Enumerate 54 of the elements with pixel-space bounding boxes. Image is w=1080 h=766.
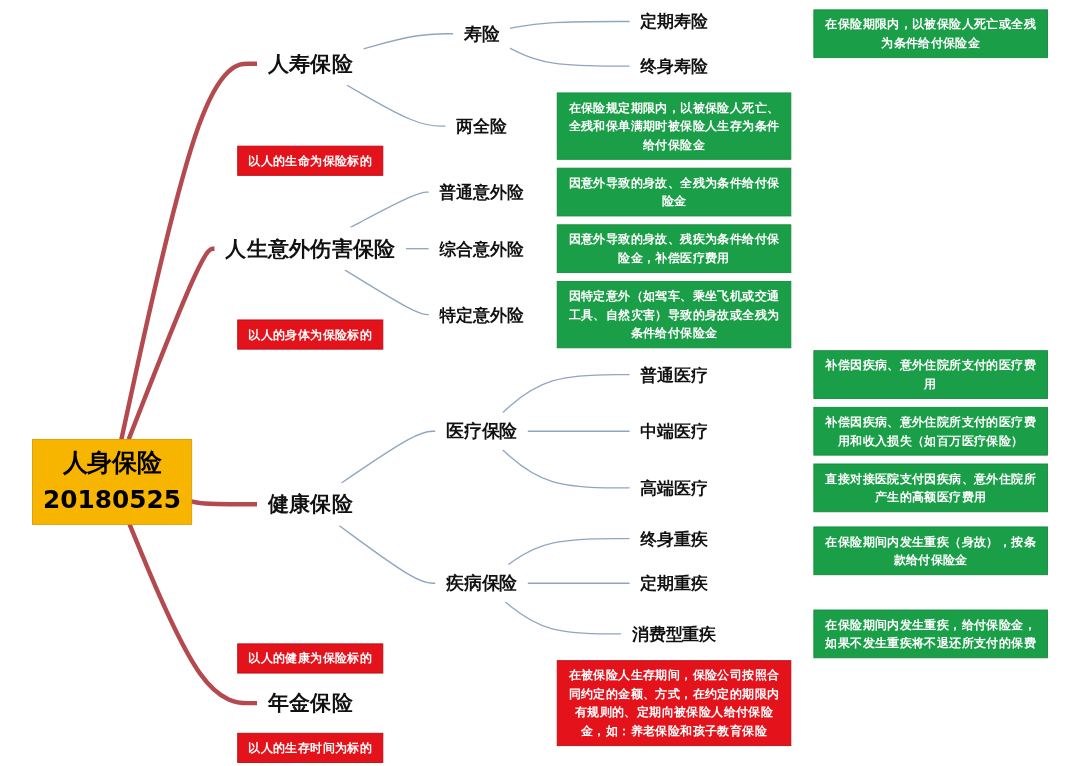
node-box: 在被保险人生存期间，保险公司按照合同约定的金额、方式，在约定的期限内有规则的、定期向被保险人给付保险金，如：养老保险和孩子教育保险 <box>556 660 792 747</box>
node-box: 补偿因疾病、意外住院所支付的医疗费用 <box>813 350 1048 399</box>
connector <box>127 523 258 706</box>
connector <box>126 246 215 441</box>
node-text: 人生意外伤害保险 <box>225 236 396 262</box>
connector <box>507 537 631 566</box>
node-text: 综合意外险 <box>439 238 524 259</box>
node-box: 在保险期间内发生重疾（身故），按条款给付保险金 <box>813 526 1048 576</box>
connector <box>405 248 430 250</box>
node-box: 以人的生存时间为标的 <box>237 732 384 763</box>
node-box: 因意外导致的身故、残疾为条件给付保险金，补偿医疗费用 <box>556 224 792 274</box>
connector <box>509 47 631 67</box>
node-box: 人身保险 20180525 <box>32 438 193 525</box>
node-box: 因特定意外（如驾车、乘坐飞机或交通工具、自然灾害）导致的身故或全残为条件给付保险金 <box>556 281 792 349</box>
node-text: 定期重疾 <box>640 573 708 593</box>
node-text: 定期寿险 <box>640 11 708 31</box>
node-box: 在保险期限内，以被保险人死亡或全残为条件给付保险金 <box>813 9 1048 59</box>
node-text: 年金保险 <box>267 690 353 716</box>
connector <box>338 524 437 584</box>
connector <box>119 61 258 440</box>
node-text: 健康保险 <box>267 491 353 517</box>
connector <box>501 373 631 414</box>
node-box: 以人的身体为保险标的 <box>237 319 384 350</box>
node-text: 疾病保险 <box>446 572 517 594</box>
node-text: 终身重疾 <box>640 528 708 549</box>
node-box: 以人的生命为保险标的 <box>237 145 384 176</box>
node-box: 因意外导致的身故、全残为条件给付保险金 <box>556 167 792 217</box>
node-box: 在保险期间内发生重疾，给付保险金，如果不发生重疾将不退还所支付的保费 <box>813 609 1048 659</box>
connector <box>526 582 631 584</box>
connector <box>191 499 258 507</box>
node-text: 两全险 <box>456 116 507 136</box>
node-text: 普通意外险 <box>439 182 524 202</box>
node-text: 普通医疗 <box>640 364 708 385</box>
connector <box>501 449 631 489</box>
node-text: 终身寿险 <box>640 56 708 76</box>
node-box: 直接对接医院支付因疾病、意外住院所产生的高额医疗费用 <box>813 463 1048 513</box>
node-text: 寿险 <box>463 23 500 45</box>
node-text: 人寿保险 <box>267 51 353 77</box>
connector <box>362 33 454 50</box>
connector <box>349 191 430 229</box>
node-box: 在保险规定期限内，以被保险人死亡、全残和保单满期时被保险人生存为条件给付保险金 <box>556 92 792 160</box>
node-text: 中端医疗 <box>640 421 708 441</box>
connector <box>509 20 631 29</box>
node-text: 特定意外险 <box>439 304 524 325</box>
connector <box>344 269 430 316</box>
node-text: 医疗保险 <box>446 420 517 442</box>
connector <box>526 430 631 432</box>
node-text: 消费型重疾 <box>631 623 717 644</box>
connector <box>346 84 447 127</box>
node-text: 高端医疗 <box>640 477 708 498</box>
node-box: 以人的健康为保险标的 <box>237 643 384 674</box>
connector <box>504 601 623 635</box>
node-box: 补偿因疾病、意外住院所支付的医疗费用和收入损失（如百万医疗保险） <box>813 406 1048 456</box>
connector <box>340 430 437 484</box>
